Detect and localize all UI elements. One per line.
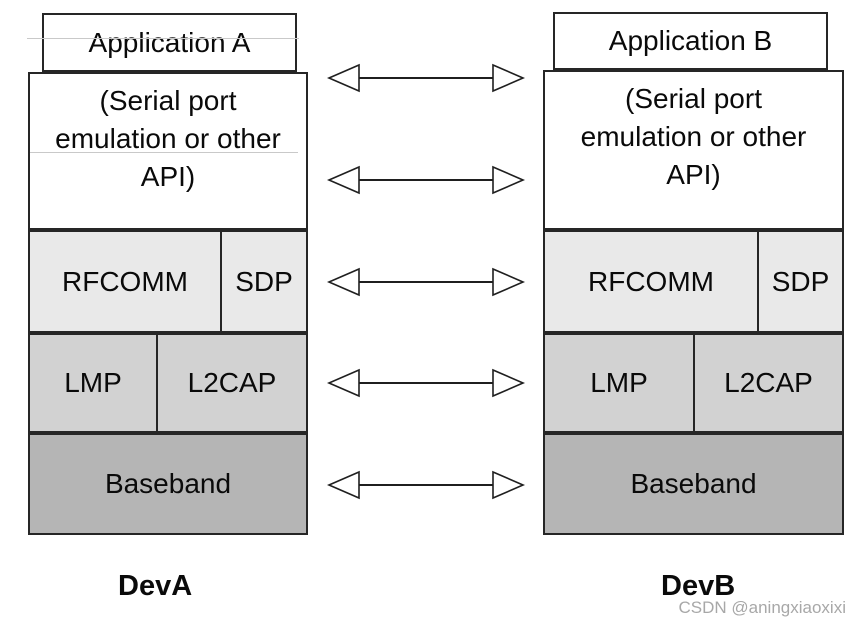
devB-api-line-3: API) (666, 159, 721, 190)
devA-rfcomm-box: RFCOMM (28, 230, 222, 333)
devB-baseband-label: Baseband (630, 468, 757, 500)
bidirectional-arrow-icon-rfcomm (326, 265, 526, 299)
devB-api-line-2: emulation or other (580, 121, 807, 152)
faint-artifact-line (30, 152, 298, 153)
devB-caption: DevB (661, 570, 736, 602)
devB-application-label: Application B (608, 25, 773, 57)
devA-sdp-box: SDP (220, 230, 308, 333)
devB-rfcomm-box: RFCOMM (543, 230, 759, 333)
devA-api-line-1: (Serial port (99, 85, 237, 116)
devA-baseband-box: Baseband (28, 433, 308, 535)
devA-serial-api-box: (Serial port emulation or other API) (28, 72, 308, 230)
bidirectional-arrow-icon-api-bottom (326, 163, 526, 197)
devB-sdp-label: SDP (771, 265, 830, 297)
devA-baseband-label: Baseband (104, 468, 232, 500)
devB-serial-api-text: (Serial port emulation or other API) (581, 80, 807, 194)
devA-application-box: Application A (42, 13, 297, 72)
bidirectional-arrow-icon-api-top (326, 61, 526, 95)
devB-l2cap-box: L2CAP (693, 333, 844, 433)
bidirectional-arrow-icon-lmp (326, 366, 526, 400)
faint-artifact-line (27, 38, 299, 39)
devA-api-line-3: API) (140, 161, 196, 192)
bidirectional-arrow-icon-baseband (326, 468, 526, 502)
devA-application-label: Application A (88, 26, 251, 58)
devA-api-line-2: emulation or other (55, 123, 281, 154)
devA-serial-api-text: (Serial port emulation or other API) (55, 82, 281, 196)
devA-caption: DevA (118, 570, 193, 602)
devB-rfcomm-label: RFCOMM (588, 265, 714, 297)
devB-lmp-box: LMP (543, 333, 695, 433)
devA-rfcomm-label: RFCOMM (62, 265, 188, 297)
devB-baseband-box: Baseband (543, 433, 844, 535)
devA-l2cap-box: L2CAP (156, 333, 308, 433)
devB-sdp-box: SDP (757, 230, 844, 333)
devA-lmp-label: LMP (64, 367, 122, 399)
devB-api-line-1: (Serial port (625, 83, 762, 114)
devA-l2cap-label: L2CAP (187, 367, 277, 399)
devB-l2cap-label: L2CAP (724, 367, 813, 399)
devB-lmp-label: LMP (590, 367, 648, 399)
devB-serial-api-box: (Serial port emulation or other API) (543, 70, 844, 230)
devB-application-box: Application B (553, 12, 828, 70)
devA-lmp-box: LMP (28, 333, 158, 433)
csdn-watermark: CSDN @aningxiaoxixi (678, 598, 847, 617)
devA-sdp-label: SDP (235, 265, 293, 297)
